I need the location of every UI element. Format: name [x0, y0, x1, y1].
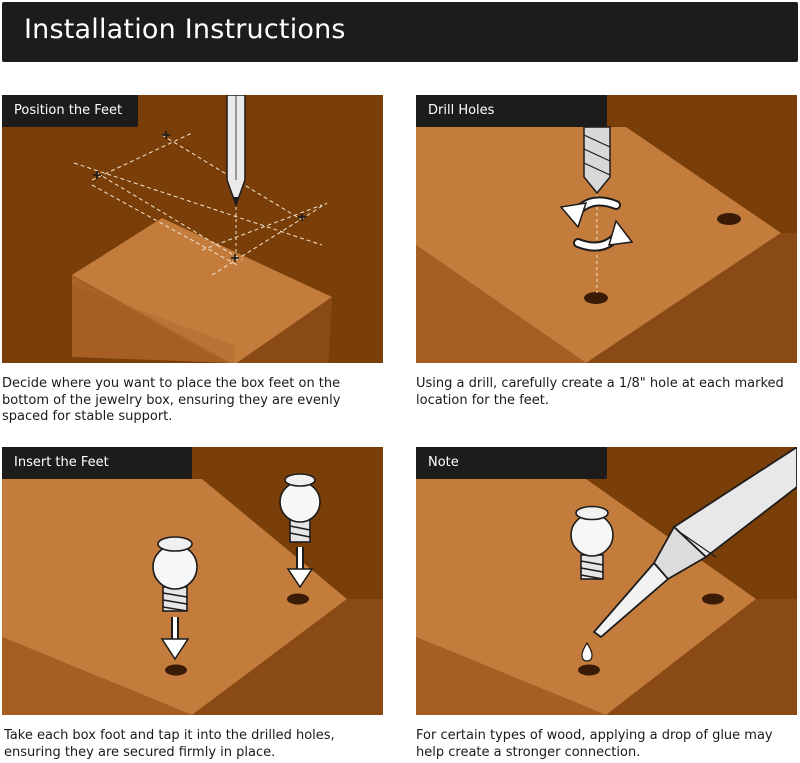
step-description: Take each box foot and tap it into the d…: [4, 728, 335, 760]
step-position-feet-illustration: Position the Feet: [2, 95, 383, 363]
page-header: Installation Instructions: [2, 2, 798, 62]
step-drill-holes-illustration: Drill Holes: [416, 95, 797, 363]
step-insert-feet-illustration: Insert the Feet: [2, 447, 383, 715]
step-description: Decide where you want to place the box f…: [2, 376, 341, 424]
drill-illustration: [416, 95, 797, 363]
page-title: Installation Instructions: [24, 14, 346, 45]
step-label: Insert the Feet: [2, 447, 192, 479]
step-note-illustration: Note: [416, 447, 797, 715]
box-feet-insertion-illustration: [2, 447, 383, 715]
glue-bottle-illustration: [416, 447, 797, 715]
box-with-pencil-illustration: [2, 95, 383, 363]
step-label: Position the Feet: [2, 95, 138, 127]
step-label: Note: [416, 447, 607, 479]
step-description: For certain types of wood, applying a dr…: [416, 728, 773, 760]
step-description: Using a drill, carefully create a 1/8" h…: [416, 376, 784, 408]
step-label: Drill Holes: [416, 95, 607, 127]
